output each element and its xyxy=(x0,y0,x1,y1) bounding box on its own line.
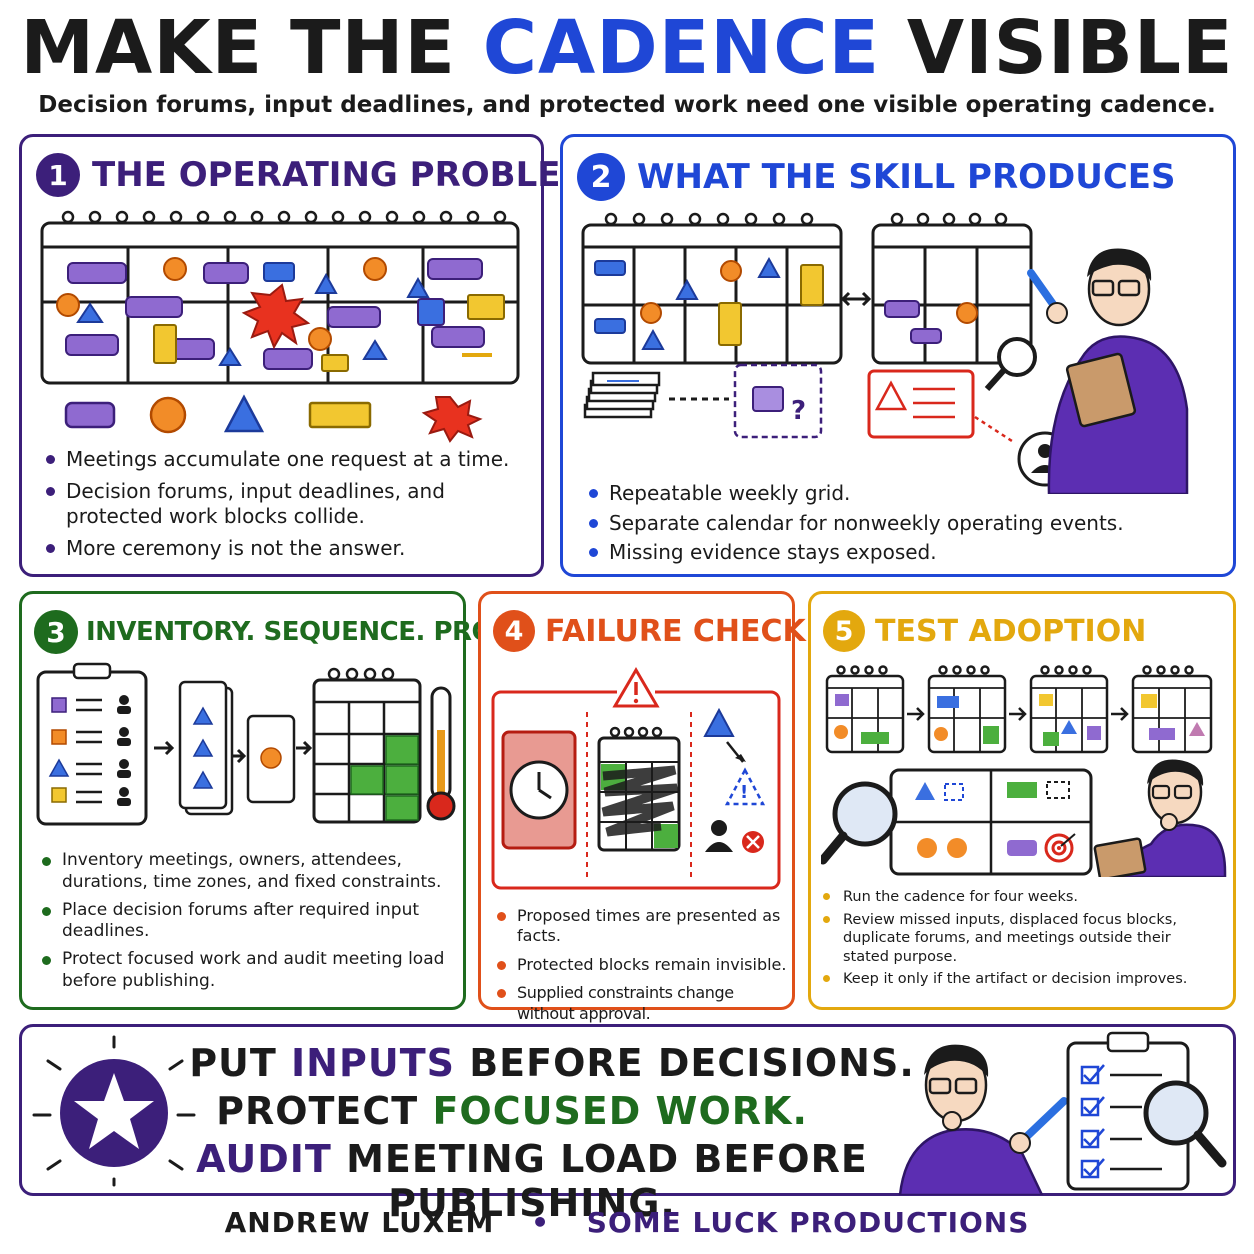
panel-title: FAILURE CHECK xyxy=(545,613,806,649)
list-item: Decision forums, input deadlines, and pr… xyxy=(42,479,532,530)
inventory-sequence-illustration xyxy=(36,662,456,826)
list-item: Run the cadence for four weeks. xyxy=(819,888,1219,907)
banner-text: BEFORE DECISIONS. xyxy=(454,1041,915,1085)
bullet-dot xyxy=(46,486,55,496)
bullet-list: Meetings accumulate one request at a tim… xyxy=(42,447,532,561)
list-item: Supplied constraints change without appr… xyxy=(493,983,793,1024)
page-title: MAKE THE CADENCE VISIBLE xyxy=(0,6,1254,90)
panel-header: 5 TEST ADOPTION xyxy=(823,610,1146,652)
bullet-dot xyxy=(497,989,506,999)
list-item: Repeatable weekly grid. xyxy=(585,481,1225,507)
bullet-dot xyxy=(589,518,598,528)
panel-title: TEST ADOPTION xyxy=(875,613,1147,649)
bullet-text: Supplied constraints change without appr… xyxy=(517,983,734,1023)
list-item: Inventory meetings, owners, attendees, d… xyxy=(38,850,463,894)
panel-operating-problem: 1 THE OPERATING PROBLEM xyxy=(19,134,594,577)
bullet-dot xyxy=(46,455,55,464)
bullet-text: Missing evidence stays exposed. xyxy=(609,540,937,565)
bullet-text: Separate calendar for nonweekly operatin… xyxy=(609,510,1124,535)
list-item: Protect focused work and audit meeting l… xyxy=(38,949,463,993)
list-item: Review missed inputs, displaced focus bl… xyxy=(819,911,1219,967)
banner-text: MEETING LOAD BEFORE PUBLISHING. xyxy=(331,1137,868,1225)
bullet-text: Protected blocks remain invisible. xyxy=(517,954,787,974)
panel-header: 1 THE OPERATING PROBLEM xyxy=(36,153,594,197)
bullet-text: Inventory meetings, owners, attendees, d… xyxy=(62,850,442,892)
list-item: Keep it only if the artifact or decision… xyxy=(819,970,1219,989)
panel-header: 4 FAILURE CHECK xyxy=(493,610,806,652)
bullet-text: Protect focused work and audit meeting l… xyxy=(62,949,445,991)
banner-highlight: INPUTS xyxy=(291,1041,455,1085)
banner-line-1: PUT INPUTS BEFORE DECISIONS. xyxy=(172,1041,932,1085)
list-item: Separate calendar for nonweekly operatin… xyxy=(585,511,1225,537)
colliding-calendar-illustration xyxy=(40,210,520,443)
panel-header: 2 WHAT THE SKILL PRODUCES xyxy=(577,153,1176,201)
presenter-person-illustration xyxy=(1027,248,1189,494)
bullet-dot xyxy=(823,975,830,983)
page-subtitle: Decision forums, input deadlines, and pr… xyxy=(38,92,1216,118)
panel-number-badge: 2 xyxy=(577,153,625,201)
bullet-text: Run the cadence for four weeks. xyxy=(843,889,1079,905)
bullet-text: Repeatable weekly grid. xyxy=(609,481,851,505)
panel-test-adoption: 5 TEST ADOPTION xyxy=(808,591,1236,1010)
panel-skill-produces: 2 WHAT THE SKILL PRODUCES ? xyxy=(560,134,1236,577)
svg-text:!: ! xyxy=(740,782,748,803)
bullet-text: More ceremony is not the answer. xyxy=(66,535,406,560)
list-item: Protected blocks remain invisible. xyxy=(493,955,793,975)
footer-company: SOME LUCK PRODUCTIONS xyxy=(586,1206,1030,1239)
list-item: Meetings accumulate one request at a tim… xyxy=(42,447,532,473)
list-item: Missing evidence stays exposed. xyxy=(585,540,1225,566)
bullet-list: Run the cadence for four weeks. Review m… xyxy=(819,888,1219,989)
checklist-person-illustration xyxy=(898,1031,1227,1195)
bullet-text: Proposed times are presented as facts. xyxy=(517,906,781,946)
list-item: More ceremony is not the answer. xyxy=(42,536,532,562)
bullet-dot xyxy=(823,915,830,923)
panel-number-badge: 1 xyxy=(36,153,80,197)
banner-text: PUT xyxy=(189,1041,292,1085)
footer-credits: ANDREW LUXEM • SOME LUCK PRODUCTIONS xyxy=(0,1206,1254,1239)
bullet-dot xyxy=(42,956,51,965)
panel-failure-check: 4 FAILURE CHECK ! Proposed times are pre… xyxy=(478,591,806,1023)
panel-number-badge: 4 xyxy=(493,610,535,652)
banner-line-3: AUDIT MEETING LOAD BEFORE PUBLISHING. xyxy=(152,1137,912,1225)
banner-highlight: AUDIT xyxy=(196,1137,332,1181)
star-badge-icon xyxy=(32,1035,196,1187)
title-part2: VISIBLE xyxy=(880,5,1234,91)
list-item: Proposed times are presented as facts. xyxy=(493,906,793,947)
list-item: Place decision forums after required inp… xyxy=(38,900,463,944)
panel-title: THE OPERATING PROBLEM xyxy=(92,155,595,195)
thinking-person-illustration xyxy=(1093,759,1227,877)
banner-line-2: PROTECT FOCUSED WORK. xyxy=(132,1089,892,1133)
summary-banner: PUT INPUTS BEFORE DECISIONS. PROTECT FOC… xyxy=(19,1024,1236,1225)
title-accent: CADENCE xyxy=(482,5,881,91)
bullet-text: Decision forums, input deadlines, and pr… xyxy=(66,478,445,529)
panel-inventory-sequence-protect: 3 INVENTORY. SEQUENCE. PROTECT. xyxy=(19,591,569,1010)
bullet-text: Review missed inputs, displaced focus bl… xyxy=(843,911,1177,965)
bullet-dot xyxy=(497,960,506,970)
bullet-dot xyxy=(823,893,830,900)
bullet-text: Keep it only if the artifact or decision… xyxy=(843,971,1188,988)
bullet-text: Place decision forums after required inp… xyxy=(62,899,420,942)
panel-number-badge: 5 xyxy=(823,610,865,652)
failure-check-illustration: ! xyxy=(491,667,781,890)
bullet-dot xyxy=(589,489,598,498)
bullet-dot xyxy=(497,912,506,921)
bullet-dot xyxy=(46,543,55,553)
weekly-grid-illustration: ? xyxy=(581,212,1189,494)
panel-number-badge: 3 xyxy=(34,610,78,654)
bullet-dot xyxy=(42,857,51,866)
bullet-list: Proposed times are presented as facts. P… xyxy=(493,906,793,1024)
bullet-dot xyxy=(42,906,51,916)
bullet-list: Repeatable weekly grid. Separate calenda… xyxy=(585,481,1225,566)
bullet-text: Meetings accumulate one request at a tim… xyxy=(66,447,510,471)
bullet-dot xyxy=(589,548,598,558)
footer-author: ANDREW LUXEM xyxy=(224,1206,495,1239)
title-part1: MAKE THE xyxy=(20,5,483,91)
svg-text:?: ? xyxy=(791,396,806,426)
banner-highlight: FOCUSED WORK. xyxy=(432,1089,808,1133)
four-week-test-illustration xyxy=(821,665,1227,877)
footer-separator: • xyxy=(531,1206,551,1239)
banner-text: PROTECT xyxy=(216,1089,433,1133)
bullet-list: Inventory meetings, owners, attendees, d… xyxy=(38,850,463,993)
panel-title: WHAT THE SKILL PRODUCES xyxy=(637,157,1176,197)
